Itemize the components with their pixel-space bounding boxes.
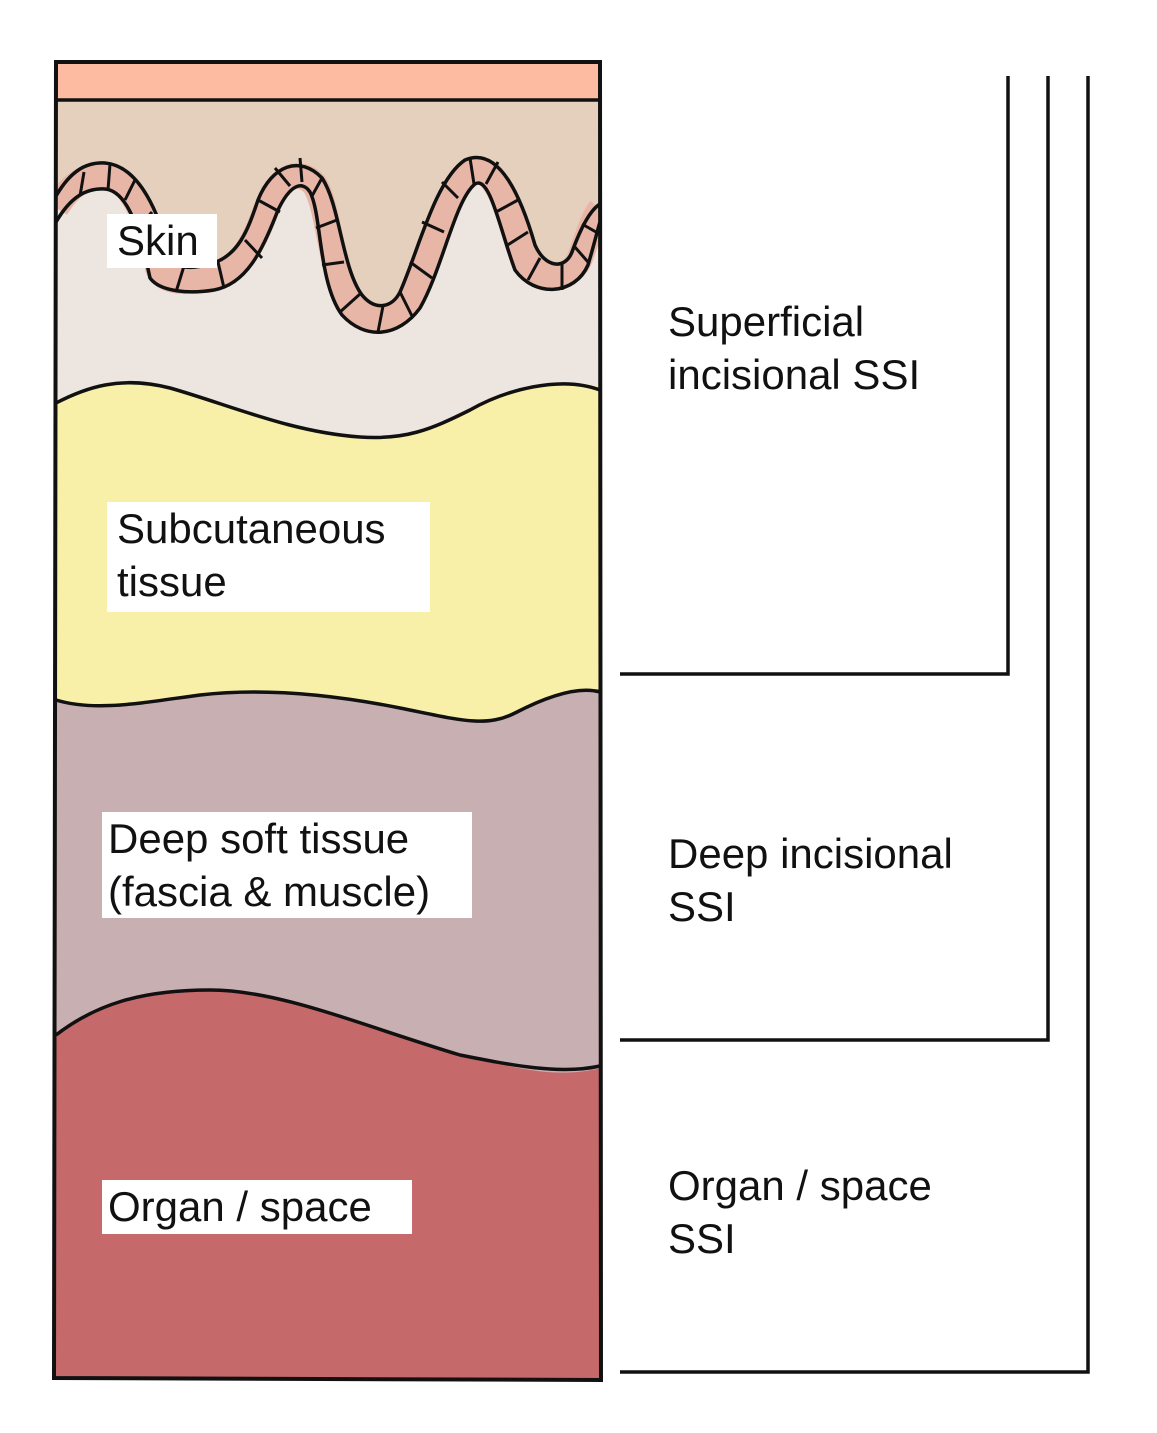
superficial-ssi-label: Superficial incisional SSI bbox=[668, 295, 920, 401]
subcutaneous-label-line1: Subcutaneous bbox=[117, 505, 386, 552]
deep-organ-boundary bbox=[54, 988, 601, 1072]
tissue-column-border bbox=[51, 60, 604, 1383]
epidermis-strip bbox=[58, 63, 599, 100]
skin-label: Skin bbox=[107, 214, 217, 268]
organ-space-ssi-label-line1: Organ / space bbox=[668, 1162, 932, 1209]
deep-soft-tissue-label-line1: Deep soft tissue bbox=[108, 815, 410, 862]
dermis-subcutaneous-boundary bbox=[55, 381, 601, 440]
subcutaneous-label-line2: tissue bbox=[117, 558, 227, 605]
organ-space-ssi-label-line2: SSI bbox=[668, 1215, 736, 1262]
deep-soft-tissue-label-line2: (fascia & muscle) bbox=[108, 868, 431, 915]
deep-incisional-ssi-label-line2: SSI bbox=[668, 883, 736, 930]
superficial-ssi-bracket bbox=[620, 76, 1010, 676]
superficial-ssi-label-line1: Superficial bbox=[668, 298, 865, 345]
superficial-ssi-label-line2: incisional SSI bbox=[668, 351, 921, 398]
organ-space-ssi-bracket bbox=[620, 76, 1090, 1374]
organ-space-label-text: Organ / space bbox=[108, 1183, 372, 1230]
subcutaneous-deep-boundary bbox=[55, 688, 601, 723]
deep-incisional-ssi-label: Deep incisional SSI bbox=[668, 827, 953, 933]
organ-space-ssi-label: Organ / space SSI bbox=[668, 1159, 932, 1265]
skin-fold-cell-dividers bbox=[78, 157, 597, 333]
deep-incisional-ssi-label-line1: Deep incisional bbox=[668, 830, 953, 877]
organ-space-label: Organ / space bbox=[102, 1180, 412, 1234]
skin-label-text: Skin bbox=[117, 217, 199, 264]
subcutaneous-label: Subcutaneous tissue bbox=[107, 502, 430, 612]
skin-fold-inner-line bbox=[56, 181, 600, 335]
deep-soft-tissue-label: Deep soft tissue (fascia & muscle) bbox=[102, 812, 472, 918]
deep-ssi-bracket bbox=[620, 76, 1050, 1042]
